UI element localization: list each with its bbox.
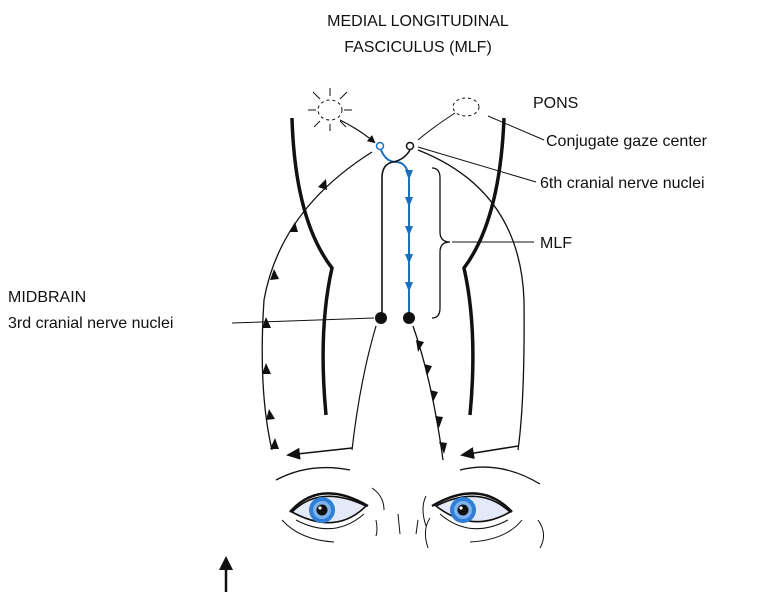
third-nerve-leader [232, 318, 374, 323]
bottom-up-arrowhead [219, 556, 233, 570]
sixth-nerve-label: 6th cranial nerve nuclei [540, 175, 705, 192]
right-cortical-area-icon [453, 98, 479, 116]
right-gaze-center-node [407, 143, 414, 150]
right-oculomotor-arrows [416, 340, 447, 454]
right-lateral-rectus-arrow [462, 446, 518, 455]
left-pathway-arrows [262, 179, 327, 449]
left-mlf-tract [382, 150, 410, 318]
title-line-2: FASCICULUS (MLF) [344, 39, 492, 56]
pons-label: PONS [533, 95, 578, 112]
third-nerve-label: 3rd cranial nerve nuclei [8, 315, 173, 332]
left-third-nerve-nucleus [375, 312, 387, 324]
left-oculomotor-output [352, 326, 376, 450]
mlf-label: MLF [540, 235, 572, 252]
left-cortical-stimulus-icon [308, 88, 352, 131]
mlf-brace [432, 168, 450, 318]
gaze-center-crossing-path [381, 150, 409, 176]
right-third-nerve-nucleus [403, 312, 415, 324]
title-line-1: MEDIAL LONGITUDINAL [327, 13, 509, 30]
right-eyebrow [460, 467, 540, 484]
midbrain-label: MIDBRAIN [8, 289, 86, 306]
gaze-center-leader [488, 116, 544, 140]
right-eye-icon [416, 493, 544, 548]
sixth-nerve-leader [418, 147, 536, 182]
right-cortical-line [418, 113, 455, 140]
left-descending-pathway [262, 152, 372, 450]
left-gaze-center-node [377, 143, 384, 150]
left-medial-rectus-arrow [288, 448, 352, 455]
brainstem-left-outline [292, 118, 332, 415]
gaze-center-label: Conjugate gaze center [546, 133, 708, 150]
left-eyebrow [276, 468, 350, 480]
left-eye-icon [282, 488, 400, 542]
cortical-input-arrow [340, 120, 374, 142]
